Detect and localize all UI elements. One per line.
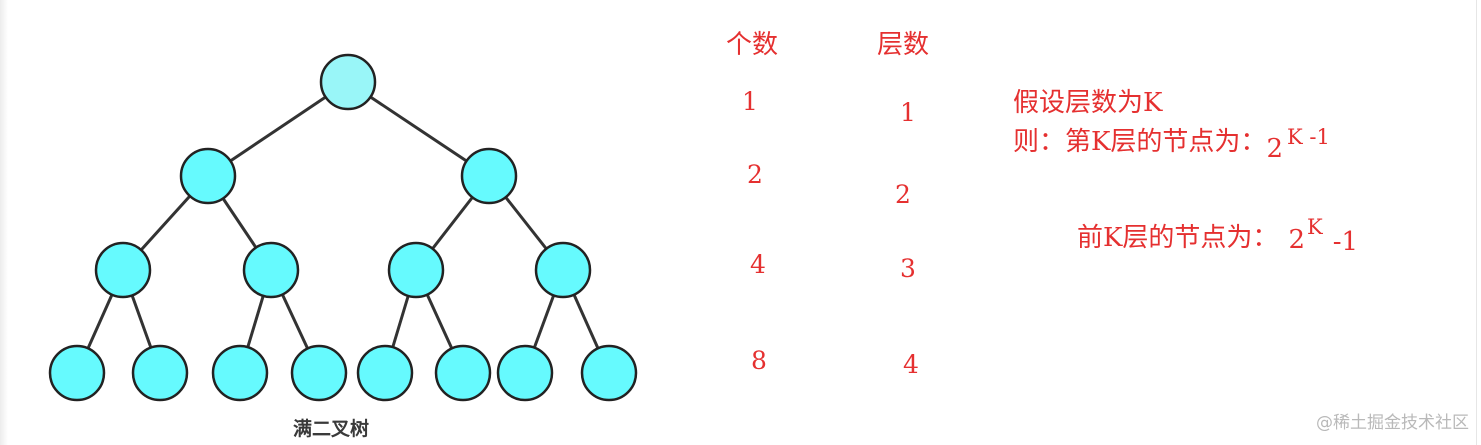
tree-node [94, 241, 152, 299]
tree-node [290, 344, 348, 402]
left-edge-shadow [0, 0, 8, 445]
first-k-levels-formula: 前K层的节点为： 2K -1 [1077, 217, 1358, 256]
tree-node [496, 344, 554, 402]
tree-node [242, 241, 300, 299]
level-column-header: 层数 [877, 30, 930, 60]
tree-node [48, 344, 106, 402]
tree-node [460, 147, 518, 205]
right-edge-border [1476, 0, 1477, 445]
tree-node [356, 344, 414, 402]
level-value-3: 3 [900, 254, 916, 283]
tree-caption: 满二叉树 [293, 418, 370, 440]
level-value-1: 1 [900, 98, 916, 127]
watermark: @稀土掘金技术社区 [1316, 413, 1469, 433]
tree-node [387, 241, 445, 299]
count-value-level-1: 1 [742, 87, 758, 116]
full-binary-tree-diagram [48, 53, 638, 402]
level-value-4: 4 [903, 350, 919, 379]
tree-nodes [48, 53, 638, 402]
level-value-2: 2 [895, 180, 911, 209]
kth-level-exponent: K -1 [1286, 125, 1330, 149]
count-value-level-4: 8 [751, 346, 767, 375]
count-column-header: 个数 [726, 30, 779, 60]
tree-node [179, 147, 237, 205]
count-value-level-3: 4 [750, 250, 766, 279]
tree-node [131, 344, 189, 402]
first-k-levels-label: 前K层的节点为： [1077, 223, 1279, 253]
first-k-levels-exponent: K [1306, 215, 1323, 239]
tree-edges [75, 80, 611, 374]
kth-level-label: 则：第K层的节点为： [1013, 127, 1267, 157]
tree-node [534, 241, 592, 299]
tree-root-node [319, 53, 377, 111]
assumption-note: 假设层数为K [1013, 88, 1163, 118]
tree-node [211, 344, 269, 402]
kth-level-base: 2 [1266, 134, 1283, 164]
tree-node [580, 344, 638, 402]
count-value-level-2: 2 [747, 160, 763, 189]
tree-node [434, 344, 492, 402]
first-k-levels-base: 2 [1288, 225, 1305, 255]
first-k-levels-minus-one: -1 [1332, 227, 1359, 257]
